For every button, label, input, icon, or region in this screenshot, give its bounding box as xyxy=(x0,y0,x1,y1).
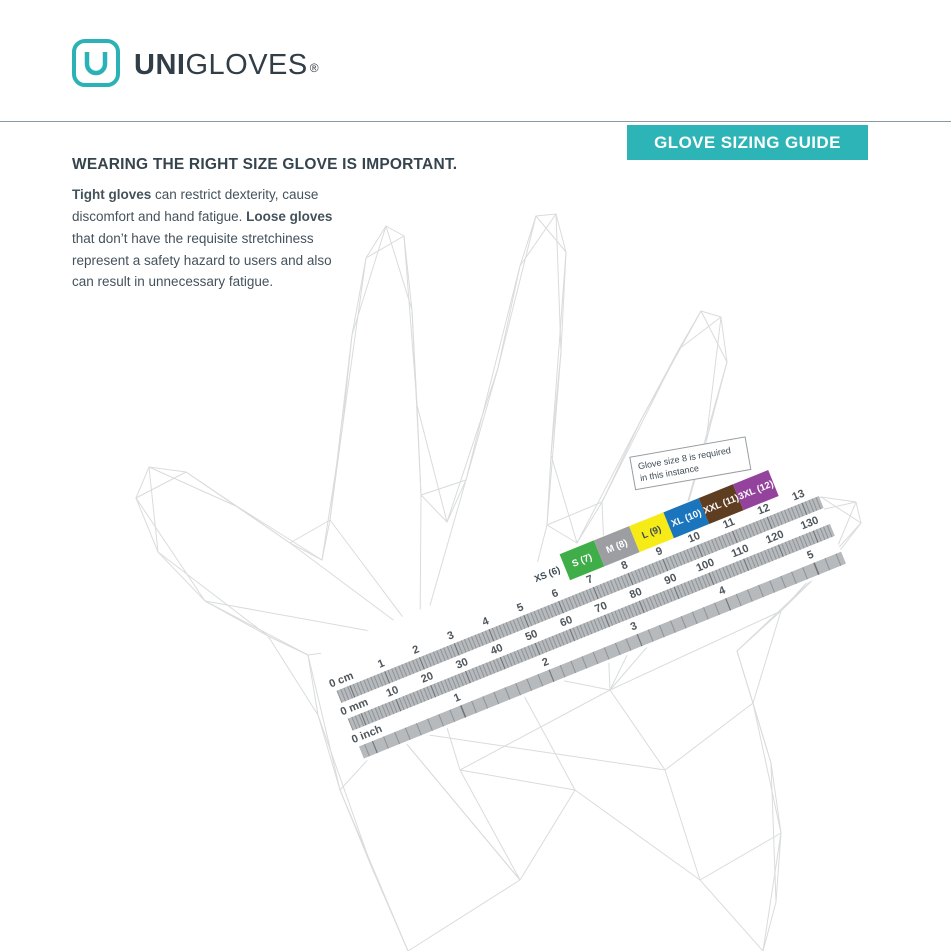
tick-label: 1 xyxy=(376,657,387,671)
brand-gloves: GLOVES xyxy=(185,49,308,81)
intro-text-1: can restrict dexterity, cause discomfort… xyxy=(72,187,319,224)
tick-label: 4 xyxy=(717,584,728,598)
unigloves-logo-icon xyxy=(71,38,121,93)
tick-label: 3 xyxy=(445,629,456,643)
tick-label: 70 xyxy=(593,599,610,616)
tick-label: 12 xyxy=(755,501,772,518)
tick-label: 90 xyxy=(662,571,679,588)
registered-mark: ® xyxy=(309,61,320,75)
intro-paragraph: Tight gloves can restrict dexterity, cau… xyxy=(72,184,350,293)
tick-label: 5 xyxy=(805,548,816,563)
intro-text-2: that don’t have the requisite stretchine… xyxy=(72,230,332,290)
tick-label: 30 xyxy=(454,655,470,672)
tick-label: 1 xyxy=(452,691,463,705)
tick-label: 20 xyxy=(419,669,436,686)
guide-banner: GLOVE SIZING GUIDE xyxy=(627,125,868,160)
intro-heading: WEARING THE RIGHT SIZE GLOVE IS IMPORTAN… xyxy=(72,156,458,173)
tick-label: 3 xyxy=(628,620,639,634)
tick-label: 80 xyxy=(627,585,644,602)
tick-label: 7 xyxy=(584,573,595,587)
tick-label: 8 xyxy=(619,559,630,573)
intro-loose-gloves: Loose gloves xyxy=(246,208,333,224)
brand-uni: UNI xyxy=(134,49,186,81)
tick-label: 5 xyxy=(515,601,526,615)
tick-label: 6 xyxy=(549,587,561,601)
header-divider xyxy=(0,121,951,122)
tick-label: 40 xyxy=(488,641,505,658)
tick-label: 2 xyxy=(540,655,551,670)
tick-label: 13 xyxy=(790,487,807,504)
tick-label: 11 xyxy=(721,515,737,532)
tick-label: 4 xyxy=(480,615,491,629)
tick-label: 10 xyxy=(686,529,703,546)
tick-label: 10 xyxy=(384,684,401,700)
tick-label: 2 xyxy=(410,643,422,657)
tick-label: 50 xyxy=(523,627,540,644)
intro-tight-gloves: Tight gloves xyxy=(72,187,152,202)
tick-label: 9 xyxy=(654,544,665,559)
tick-label: 60 xyxy=(558,613,575,630)
